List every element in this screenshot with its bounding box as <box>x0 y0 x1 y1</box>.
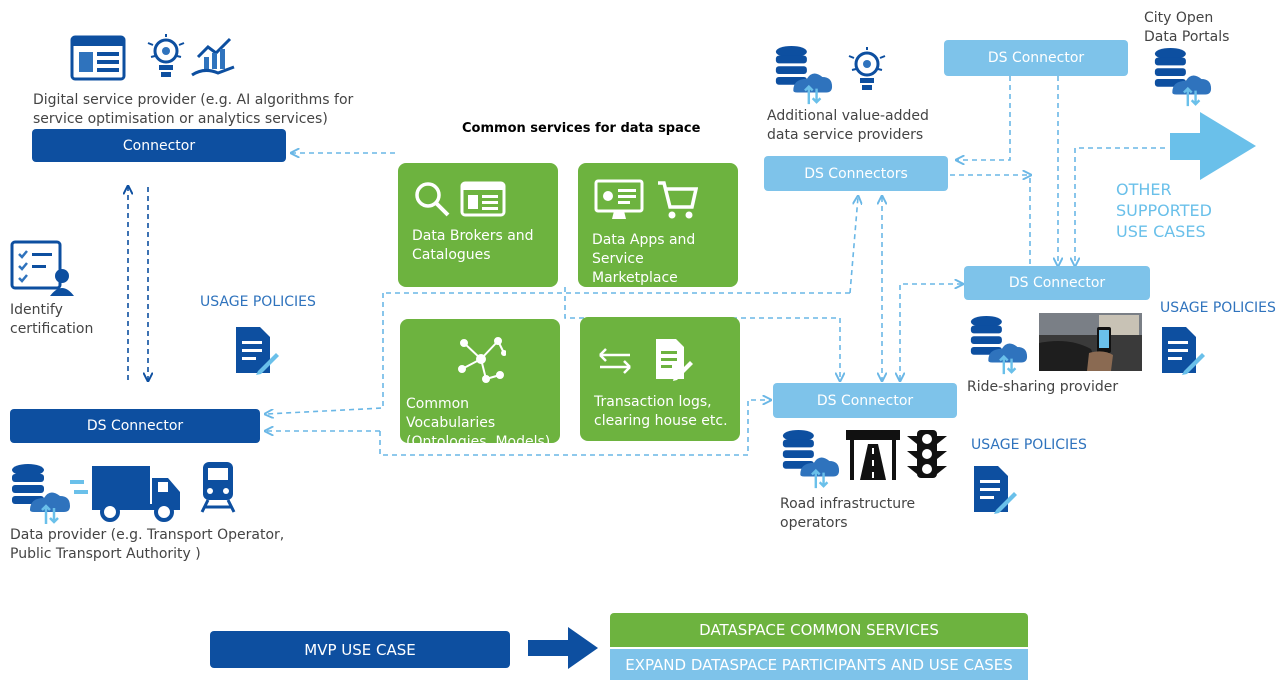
identify-certification-label: Identify certification <box>10 301 93 339</box>
legend-common-label: DATASPACE COMMON SERVICES <box>699 621 939 639</box>
analytics-hand-icon <box>191 37 235 77</box>
data-provider-line-1: Data provider (e.g. Transport Operator, <box>10 527 285 543</box>
ride-sharing-photo <box>1039 313 1142 371</box>
city-open-data-label: City Open Data Portals <box>1144 9 1229 47</box>
monitor-apps-icon <box>594 179 644 219</box>
ride-sharing-label: Ride-sharing provider <box>967 379 1119 395</box>
road-infra-line-2: operators <box>780 515 848 531</box>
tile-transactions-line-2: clearing house etc. <box>594 413 728 429</box>
tile-data-brokers[interactable]: Data Brokers and Catalogues <box>398 163 558 287</box>
tile-common-vocabularies[interactable]: Common Vocabularies (Ontologies, Models) <box>400 319 560 450</box>
ds-connectors-right-mid[interactable]: DS Connectors <box>764 156 948 191</box>
database-cloud-icon-road <box>782 429 840 489</box>
tile-transaction-logs[interactable]: Transaction logs, clearing house etc. <box>580 317 740 441</box>
digital-service-provider-line-2: service optimisation or analytics servic… <box>33 111 328 127</box>
database-cloud-icon-city <box>1154 47 1212 107</box>
usage-policies-left-label: USAGE POLICIES <box>200 294 316 310</box>
legend-expand-label: EXPAND DATASPACE PARTICIPANTS AND USE CA… <box>625 655 1013 674</box>
legend-expand-participants: EXPAND DATASPACE PARTICIPANTS AND USE CA… <box>610 649 1028 680</box>
browser-window-icon <box>70 35 126 81</box>
supported-line: SUPPORTED <box>1116 201 1212 220</box>
delivery-truck-icon <box>70 466 180 522</box>
other-use-cases-arrow <box>1170 112 1256 180</box>
policy-document-icon-right <box>1162 327 1205 375</box>
exchange-arrows-icon <box>599 348 631 374</box>
ds-connector-left-bottom[interactable]: DS Connector <box>10 409 260 443</box>
identify-line: Identify <box>10 302 63 318</box>
train-icon <box>200 462 236 513</box>
connector-left-top[interactable]: Connector <box>32 129 286 162</box>
digital-service-provider-line-1: Digital service provider (e.g. AI algori… <box>33 92 354 108</box>
tile-data-apps[interactable]: Data Apps and Service Marketplace <box>578 163 738 287</box>
other-line: OTHER <box>1116 180 1172 199</box>
ds-connector-top-right[interactable]: DS Connector <box>944 40 1128 76</box>
legend-mvp-use-case: MVP USE CASE <box>210 631 510 668</box>
database-cloud-icon-value-added <box>775 45 833 105</box>
usage-policies-bottom-label: USAGE POLICIES <box>971 437 1087 453</box>
legend-common-services: DATASPACE COMMON SERVICES <box>610 613 1028 647</box>
value-added-line-1: Additional value-added <box>767 108 929 124</box>
tile-data-brokers-line-2: Catalogues <box>412 247 491 263</box>
value-added-line-2: data service providers <box>767 127 924 143</box>
database-cloud-icon-ride <box>970 315 1028 375</box>
policy-document-icon <box>236 327 279 375</box>
traffic-light-icon <box>907 430 947 478</box>
lightbulb-gear-icon-right <box>848 47 886 90</box>
road-infra-line-1: Road infrastructure <box>780 496 916 512</box>
usage-policies-right-label: USAGE POLICIES <box>1160 300 1276 316</box>
policy-document-icon-bottom <box>974 466 1017 514</box>
city-open-data-line-2: Data Portals <box>1144 29 1230 45</box>
tile-vocab-line-2: (Ontologies, Models) <box>406 434 551 450</box>
lightbulb-gear-icon <box>147 34 185 77</box>
data-provider-line-2: Public Transport Authority ) <box>10 546 201 562</box>
tile-data-apps-line-1: Data Apps and <box>592 232 696 248</box>
ds-connector-bottom-center-label: DS Connector <box>816 392 914 409</box>
shopping-cart-icon <box>658 181 698 219</box>
tile-data-brokers-line-1: Data Brokers and <box>412 228 534 244</box>
ds-connector-right-label: DS Connector <box>1008 275 1106 291</box>
catalogue-window-icon <box>460 181 506 217</box>
certification-checklist-icon <box>10 240 74 296</box>
other-use-cases-label: OTHER SUPPORTED USE CASES <box>1116 179 1212 242</box>
use-cases-line: USE CASES <box>1116 222 1206 241</box>
ds-connectors-right-mid-label: DS Connectors <box>804 165 908 182</box>
ds-connector-top-right-label: DS Connector <box>987 50 1085 66</box>
road-gantry-icon <box>846 430 900 480</box>
tile-transactions-line-1: Transaction logs, <box>594 394 712 410</box>
legend-mvp-label: MVP USE CASE <box>304 640 416 659</box>
certification-line: certification <box>10 321 94 337</box>
data-provider-label: Data provider (e.g. Transport Operator, … <box>10 526 284 564</box>
tile-data-apps-line-2: Service Marketplace <box>592 251 678 286</box>
digital-service-provider-label: Digital service provider (e.g. AI algori… <box>33 91 353 129</box>
city-open-data-line-1: City Open <box>1144 10 1214 26</box>
common-services-title: Common services for data space <box>462 121 701 136</box>
road-infrastructure-label: Road infrastructure operators <box>780 495 915 533</box>
connector-left-top-label: Connector <box>122 137 196 154</box>
database-cloud-icon <box>12 464 70 524</box>
value-added-label: Additional value-added data service prov… <box>767 107 929 145</box>
ds-connector-left-bottom-label: DS Connector <box>86 418 184 434</box>
log-document-icon <box>656 339 693 381</box>
network-graph-icon <box>458 337 506 383</box>
legend-arrow <box>528 627 598 669</box>
magnifier-icon <box>415 182 450 217</box>
ds-connector-bottom-center[interactable]: DS Connector <box>773 383 957 418</box>
tile-vocab-line-1: Common Vocabularies <box>406 396 496 431</box>
ds-connector-right[interactable]: DS Connector <box>964 266 1150 300</box>
